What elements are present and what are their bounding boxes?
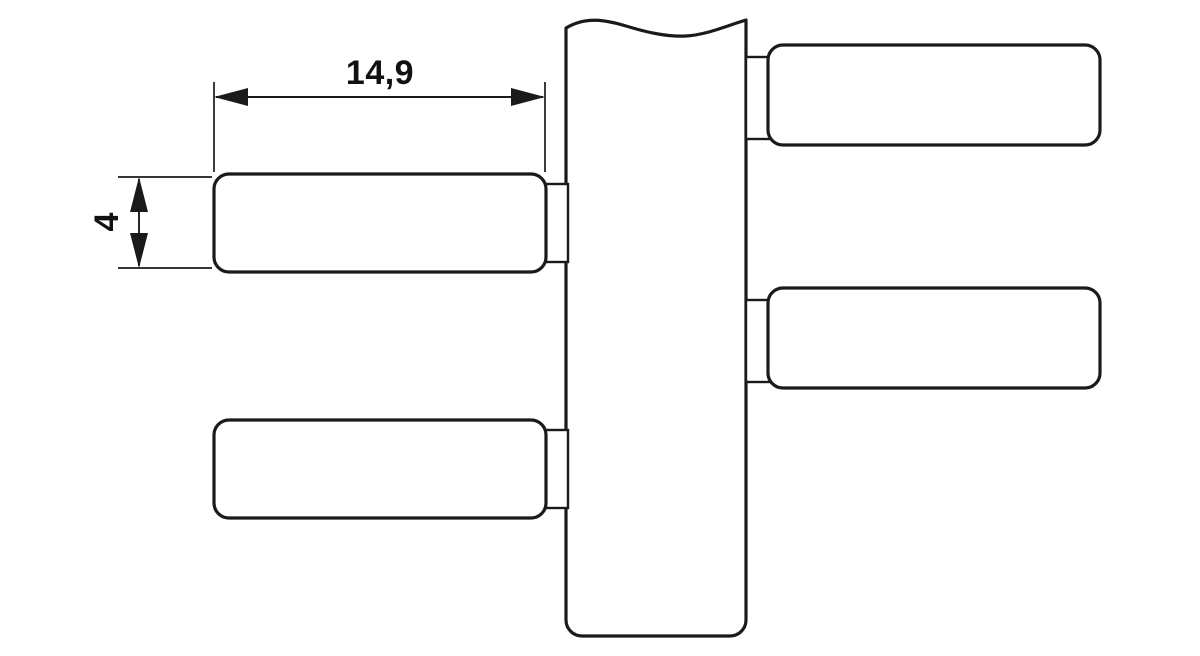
- pin-right-upper: [744, 43, 1102, 147]
- pin-right-lower: [744, 286, 1102, 390]
- pin-right-upper-neck: [744, 55, 772, 141]
- dimension-pin-width-label: 4: [88, 212, 126, 231]
- pin-left-upper: [212, 172, 570, 274]
- body-bar-group: [564, 18, 748, 638]
- dimension-pin-length: 14,9: [213, 54, 546, 172]
- pin-right-lower-neck: [744, 298, 772, 384]
- dimension-pin-width-arrow-bottom: [130, 233, 148, 268]
- pin-left-lower: [212, 418, 570, 520]
- pin-right-lower-body: [766, 286, 1102, 390]
- dimension-pin-length-arrow-left: [214, 88, 248, 106]
- dimension-pin-length-label: 14,9: [346, 54, 414, 92]
- dimension-pin-length-arrow-right: [511, 88, 545, 106]
- dimension-pin-width: 4: [88, 176, 212, 269]
- pin-left-upper-neck: [542, 182, 570, 264]
- pin-left-lower-body: [212, 418, 548, 520]
- pin-right-upper-body: [766, 43, 1102, 147]
- dimension-pin-width-arrow-top: [130, 177, 148, 212]
- pin-left-upper-body: [212, 172, 548, 274]
- body-bar-outline: [564, 18, 748, 638]
